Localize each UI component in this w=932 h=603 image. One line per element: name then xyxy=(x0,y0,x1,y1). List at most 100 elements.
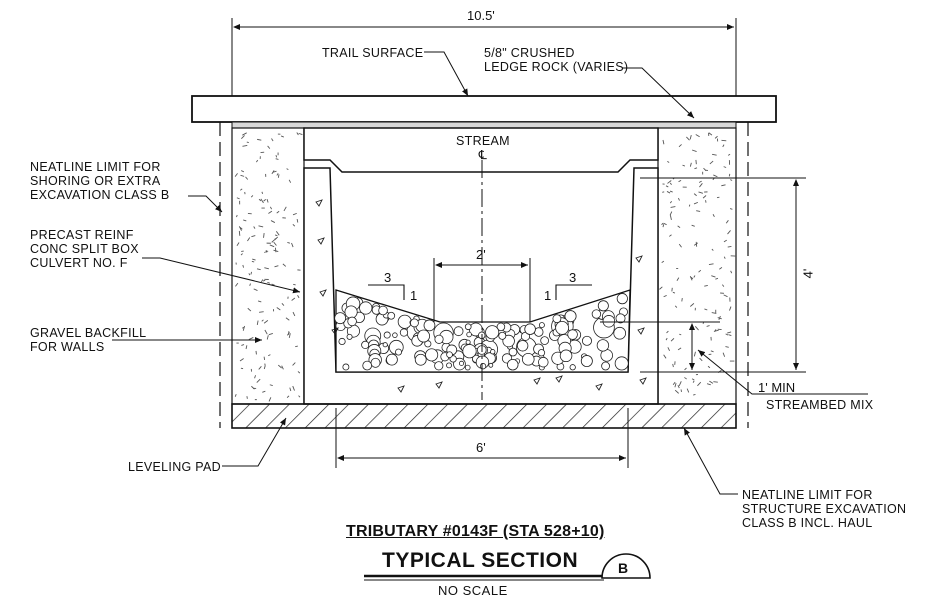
backfill-speckle xyxy=(253,226,256,229)
backfill-speckle xyxy=(249,283,251,286)
backfill-speckle xyxy=(669,190,673,193)
backfill-speckle xyxy=(714,135,718,139)
backfill-speckle xyxy=(702,195,707,199)
concrete-aggregate-mark xyxy=(637,327,645,335)
streambed-stone xyxy=(387,311,396,320)
backfill-speckle xyxy=(677,347,682,351)
streambed-stone xyxy=(498,331,507,340)
backfill-speckle xyxy=(288,333,291,339)
backfill-speckle xyxy=(236,214,238,218)
leader-lines xyxy=(112,51,868,495)
stream-centerline-label: STREAM ℄ xyxy=(456,134,510,162)
backfill-speckle xyxy=(698,191,704,194)
backfill-speckle xyxy=(663,295,667,298)
streambed-stone xyxy=(466,331,472,338)
backfill-speckle xyxy=(234,394,237,397)
streambed-stone xyxy=(399,328,409,337)
crushed-rock-label: 5/8" CRUSHED LEDGE ROCK (VARIES) xyxy=(484,46,629,74)
backfill-speckle xyxy=(704,308,708,311)
backfill-speckle xyxy=(678,381,682,386)
leveling-pad xyxy=(231,403,737,429)
title-block-lines xyxy=(364,553,651,581)
backfill-speckle xyxy=(729,306,732,311)
gravel-backfill-right xyxy=(657,127,737,405)
backfill-speckle xyxy=(709,380,714,384)
backfill-speckle xyxy=(711,248,714,251)
backfill-speckle xyxy=(679,333,682,336)
backfill-speckle xyxy=(728,334,732,336)
streambed-stone xyxy=(591,309,602,319)
backfill-speckle xyxy=(712,153,717,156)
backfill-speckle xyxy=(689,303,695,307)
channel-width-dimension xyxy=(433,258,531,322)
trail-surface-label: TRAIL SURFACE xyxy=(322,46,424,60)
backfill-speckle xyxy=(723,256,726,259)
backfill-speckle xyxy=(274,247,277,253)
backfill-speckle xyxy=(241,344,245,346)
streambed-stone xyxy=(334,312,347,325)
backfill-speckle xyxy=(234,173,238,177)
backfill-speckle xyxy=(691,149,697,152)
backfill-speckle xyxy=(711,275,716,278)
backfill-speckle xyxy=(280,135,284,138)
project-title: TRIBUTARY #0143F (STA 528+10) xyxy=(346,523,605,540)
backfill-speckle xyxy=(674,305,678,308)
backfill-speckle xyxy=(276,307,281,311)
detail-id-badge: B xyxy=(618,560,629,576)
backfill-speckle xyxy=(722,352,726,357)
backfill-speckle xyxy=(276,210,280,214)
scale-note: NO SCALE xyxy=(438,583,508,598)
backfill-speckle xyxy=(727,230,731,235)
backfill-speckle xyxy=(684,367,687,371)
backfill-speckle xyxy=(261,319,264,322)
streambed-stone xyxy=(564,310,577,323)
backfill-speckle xyxy=(292,385,295,391)
backfill-speckle xyxy=(235,282,239,287)
concrete-aggregate-mark xyxy=(315,199,323,207)
backfill-speckle xyxy=(253,288,258,291)
backfill-speckle xyxy=(269,384,273,387)
backfill-speckle xyxy=(291,242,294,248)
backfill-speckle xyxy=(260,279,264,283)
streambed-stone xyxy=(370,357,381,368)
backfill-speckle xyxy=(268,210,273,214)
backfill-speckle xyxy=(661,222,664,226)
backfill-speckle xyxy=(689,134,692,140)
streambed-stone xyxy=(559,349,573,363)
backfill-speckle xyxy=(665,185,669,188)
backfill-speckle xyxy=(723,239,727,243)
backfill-speckle xyxy=(236,242,240,247)
backfill-speckle xyxy=(666,191,671,194)
backfill-speckle xyxy=(251,385,255,390)
backfill-speckle xyxy=(271,138,274,142)
backfill-speckle xyxy=(246,141,249,143)
backfill-speckle xyxy=(688,204,691,207)
backfill-speckle xyxy=(263,199,267,202)
backfill-speckle xyxy=(707,365,711,369)
concrete-aggregate-mark xyxy=(317,237,325,245)
streambed-stone xyxy=(453,326,464,337)
backfill-speckle xyxy=(713,329,719,332)
streambed-depth-dimension xyxy=(600,321,720,370)
backfill-speckle xyxy=(272,170,277,173)
streambed-stone xyxy=(602,315,616,328)
backfill-speckle xyxy=(295,345,298,348)
backfill-speckle xyxy=(684,377,687,380)
backfill-speckle xyxy=(293,283,296,286)
backfill-speckle xyxy=(248,337,254,340)
streambed-stone xyxy=(569,364,576,371)
backfill-speckle xyxy=(693,201,699,205)
streambed-stone xyxy=(508,347,518,357)
precast-culvert-label: PRECAST REINF CONC SPLIT BOX CULVERT NO.… xyxy=(30,228,139,270)
backfill-speckle xyxy=(662,139,665,145)
backfill-speckle xyxy=(730,270,733,274)
backfill-speckle xyxy=(693,275,696,278)
backfill-speckle xyxy=(721,184,726,187)
backfill-speckle xyxy=(240,174,245,177)
backfill-speckle xyxy=(245,176,249,180)
backfill-speckle xyxy=(667,160,670,163)
streambed-stone xyxy=(397,314,412,329)
backfill-speckle xyxy=(268,354,271,357)
neatline-shoring-lines xyxy=(219,122,749,428)
streambed-stone xyxy=(383,331,391,339)
